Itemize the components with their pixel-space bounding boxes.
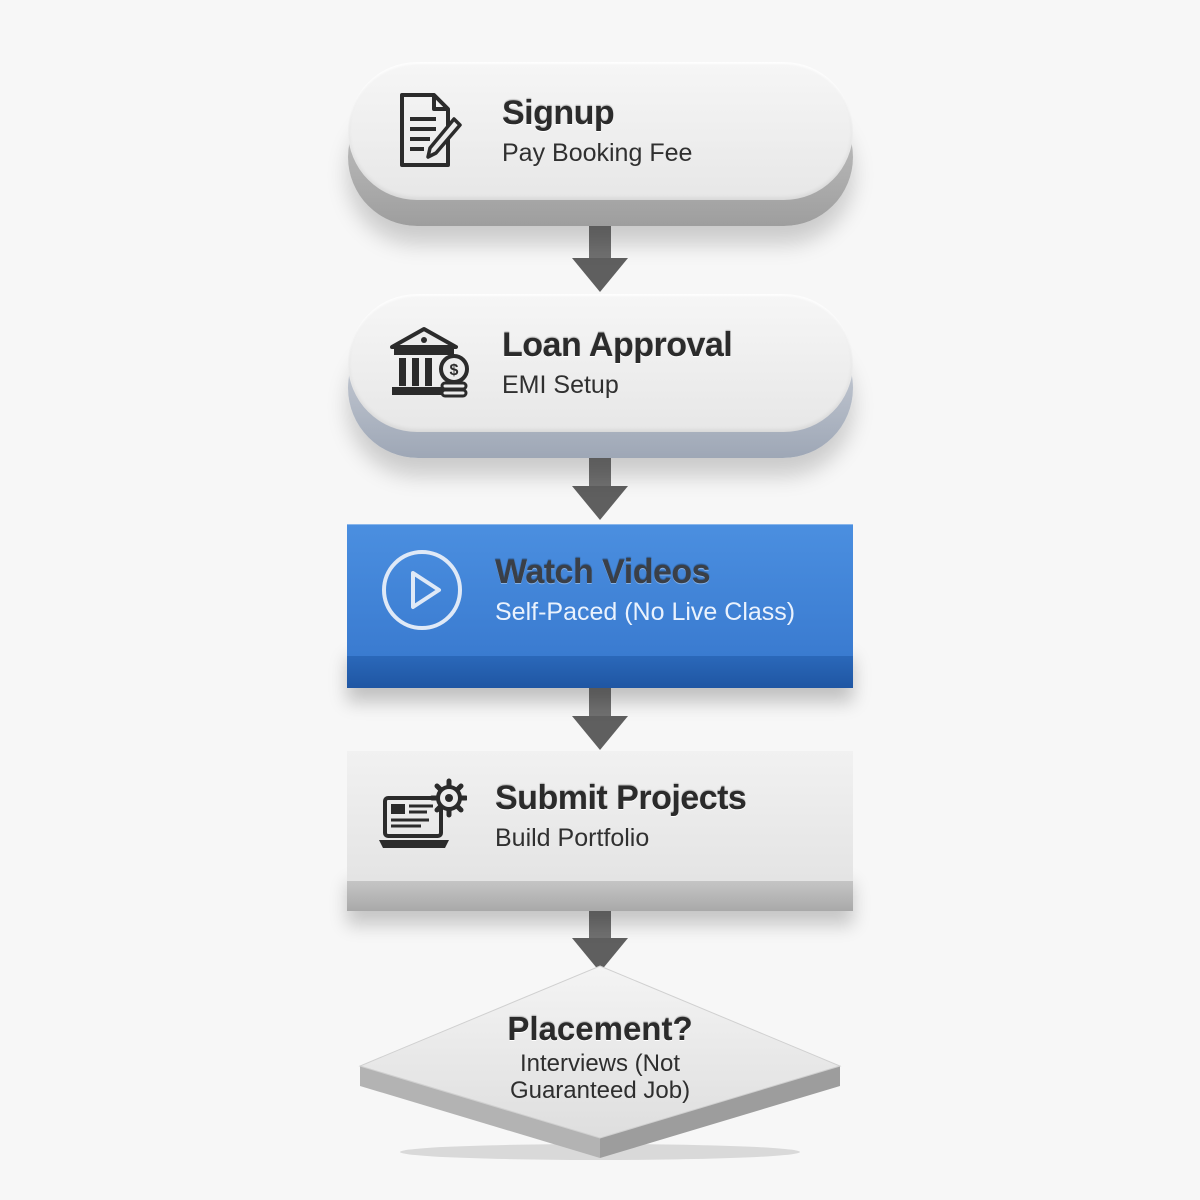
arrow-videos-to-projects bbox=[572, 676, 628, 750]
decision-diamond-shape bbox=[358, 965, 842, 1160]
step-submit-projects: Submit Projects Build Portfolio bbox=[347, 751, 853, 911]
step-subtitle: EMI Setup bbox=[502, 371, 619, 399]
step-title: Watch Videos bbox=[495, 553, 711, 591]
step-face: $ Loan Approval EMI Setup bbox=[348, 294, 853, 432]
step-title: Submit Projects bbox=[495, 779, 747, 817]
decision-subtitle-line: Guaranteed Job) bbox=[509, 1077, 691, 1104]
step-signup: Signup Pay Booking Fee bbox=[348, 62, 853, 226]
laptop-gear-icon bbox=[379, 778, 467, 848]
step-title: Loan Approval bbox=[502, 326, 733, 364]
svg-text:$: $ bbox=[450, 362, 459, 379]
step-face: Submit Projects Build Portfolio bbox=[347, 751, 853, 881]
decision-subtitle: Interviews (Not Guaranteed Job) bbox=[358, 1050, 842, 1104]
play-circle-icon bbox=[382, 550, 462, 630]
step-title: Signup bbox=[502, 94, 615, 132]
decision-title: Placement? bbox=[507, 1010, 693, 1047]
step-watch-videos: Watch Videos Self-Paced (No Live Class) bbox=[347, 524, 853, 688]
step-face: Watch Videos Self-Paced (No Live Class) bbox=[347, 524, 853, 656]
bank-coins-icon: $ bbox=[390, 327, 469, 398]
step-subtitle: Self-Paced (No Live Class) bbox=[495, 598, 796, 626]
step-subtitle: Build Portfolio bbox=[495, 824, 650, 852]
step-subtitle: Pay Booking Fee bbox=[502, 139, 693, 167]
decision-placement: Placement? Interviews (Not Guaranteed Jo… bbox=[358, 962, 842, 1162]
document-pen-icon bbox=[400, 93, 462, 167]
step-loan-approval: $ Loan Approval EMI Setup bbox=[348, 294, 853, 458]
step-face: Signup Pay Booking Fee bbox=[348, 62, 853, 200]
decision-subtitle-line: Interviews (Not bbox=[519, 1050, 681, 1077]
